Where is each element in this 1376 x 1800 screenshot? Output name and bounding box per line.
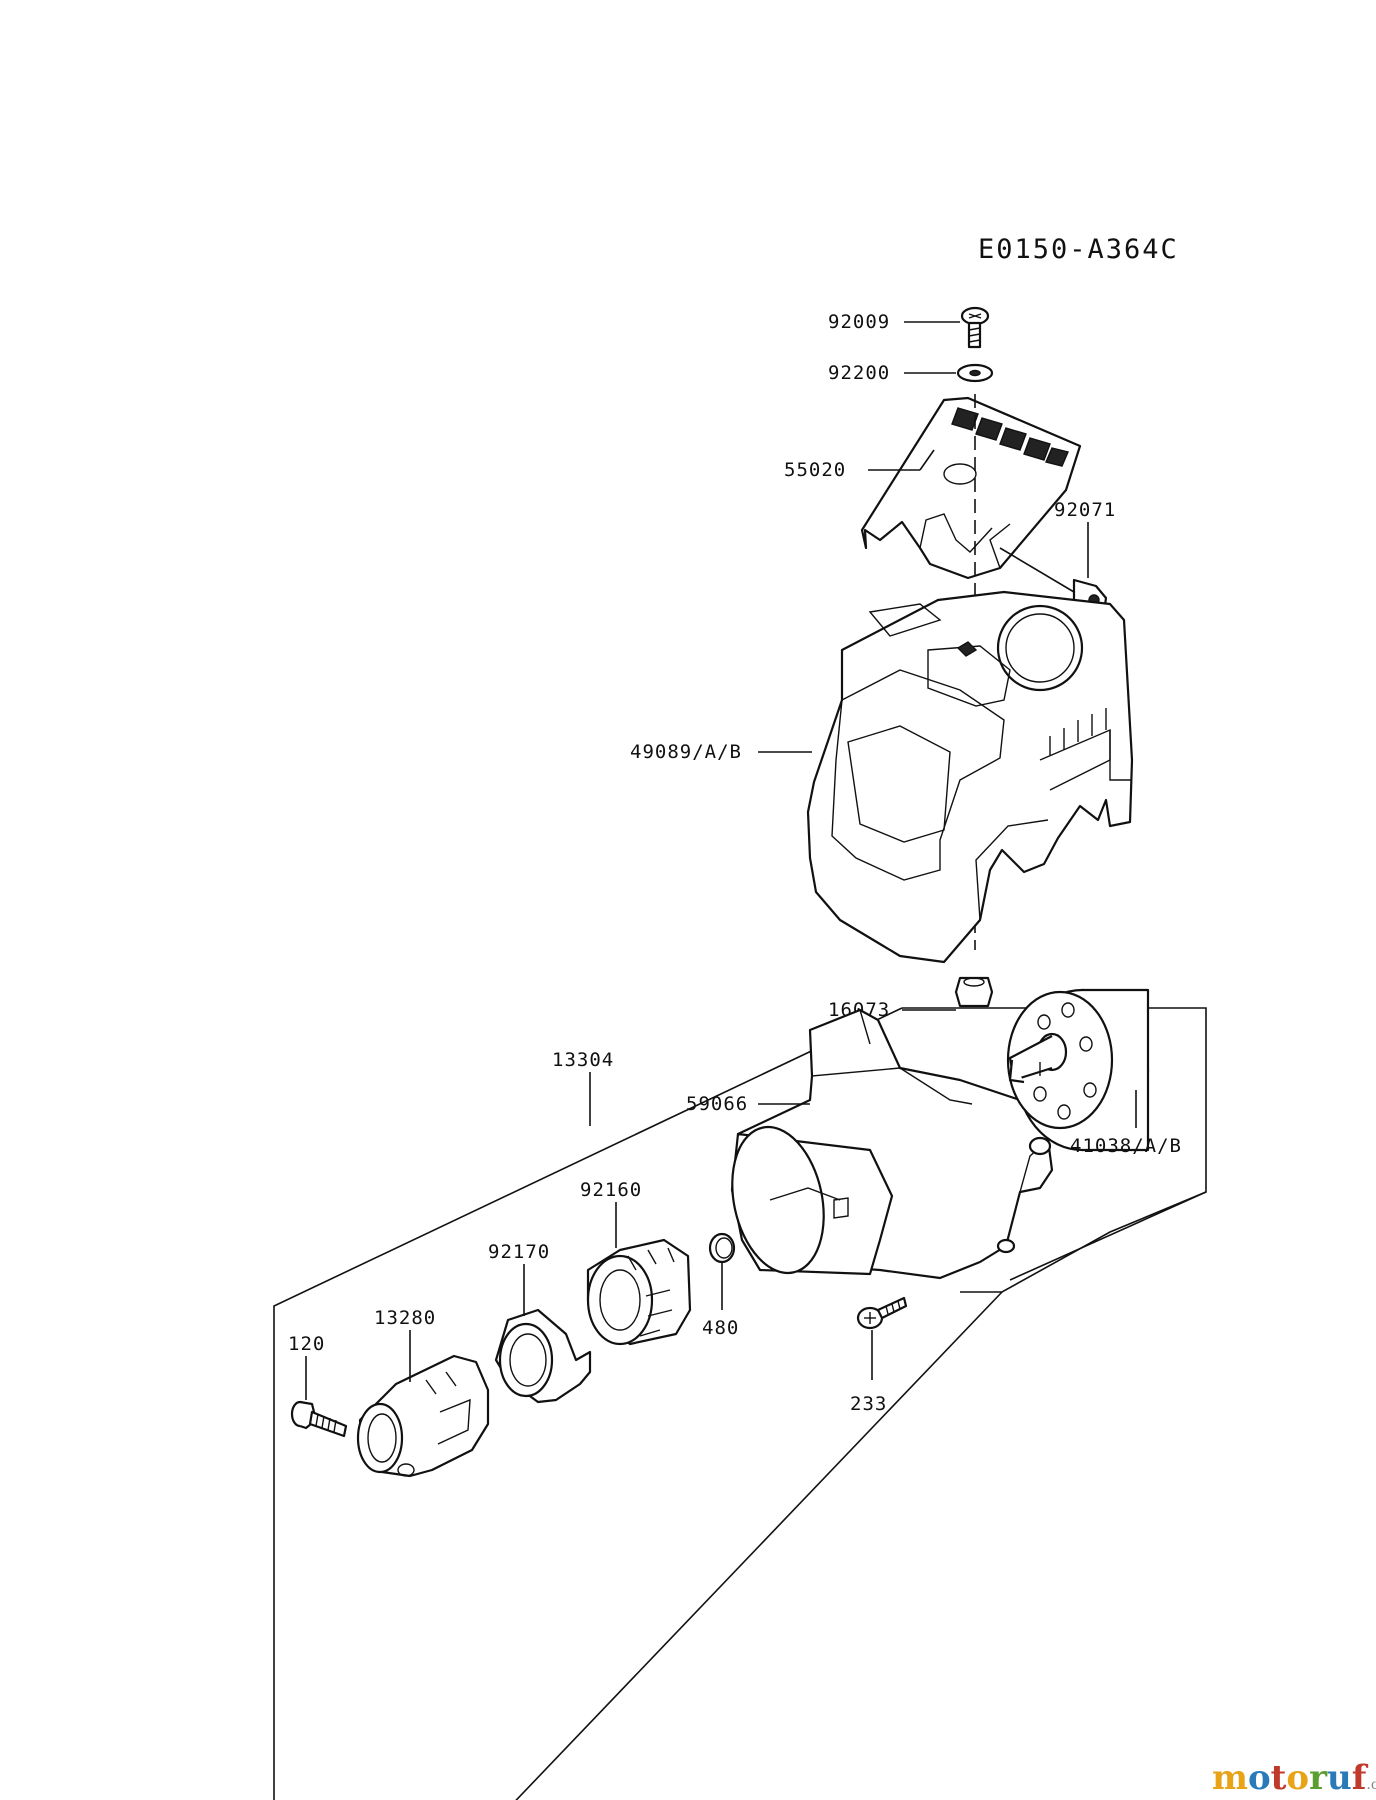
- watermark-letter: t: [1270, 1758, 1287, 1798]
- circlip-480-drawing: [708, 1232, 736, 1264]
- clutch-drum-41038-drawing: [1006, 988, 1150, 1152]
- screw-120-drawing: [290, 1400, 348, 1438]
- watermark-letter: o: [1247, 1758, 1271, 1798]
- screw-233-drawing: [856, 1296, 908, 1330]
- cover-55020-drawing: [860, 396, 1082, 580]
- diagram-code: E0150-A364C: [978, 234, 1179, 265]
- watermark-logo: motoruf.de: [1212, 1758, 1376, 1798]
- label-92009: 92009: [828, 311, 890, 333]
- label-92170: 92170: [488, 1241, 550, 1263]
- label-92160: 92160: [580, 1179, 642, 1201]
- watermark-letter: u: [1327, 1758, 1352, 1798]
- collar-92170-drawing: [494, 1308, 592, 1404]
- washer-92200-drawing: [956, 363, 994, 383]
- fan-housing-59066-drawing: [730, 1008, 1054, 1280]
- housing-49089-drawing: [806, 590, 1134, 964]
- label-92071: 92071: [1054, 499, 1116, 521]
- label-49089: 49089/A/B: [630, 741, 742, 763]
- label-41038: 41038/A/B: [1070, 1135, 1182, 1157]
- label-13280: 13280: [374, 1307, 436, 1329]
- coupling-13280-drawing: [356, 1354, 490, 1478]
- label-59066: 59066: [686, 1093, 748, 1115]
- label-120: 120: [288, 1333, 325, 1355]
- nut-16073-drawing: [954, 976, 994, 1008]
- label-233: 233: [850, 1393, 887, 1415]
- watermark-letter: f: [1351, 1758, 1367, 1798]
- watermark-letter: o: [1286, 1758, 1310, 1798]
- watermark-letter: m: [1212, 1758, 1248, 1798]
- label-92200: 92200: [828, 362, 890, 384]
- screw-92009-drawing: [960, 306, 990, 349]
- bushing-92160-drawing: [586, 1238, 692, 1346]
- watermark-suffix: .de: [1366, 1777, 1376, 1793]
- label-13304: 13304: [552, 1049, 614, 1071]
- label-55020: 55020: [784, 459, 846, 481]
- watermark-letter: r: [1309, 1758, 1327, 1798]
- label-480: 480: [702, 1317, 739, 1339]
